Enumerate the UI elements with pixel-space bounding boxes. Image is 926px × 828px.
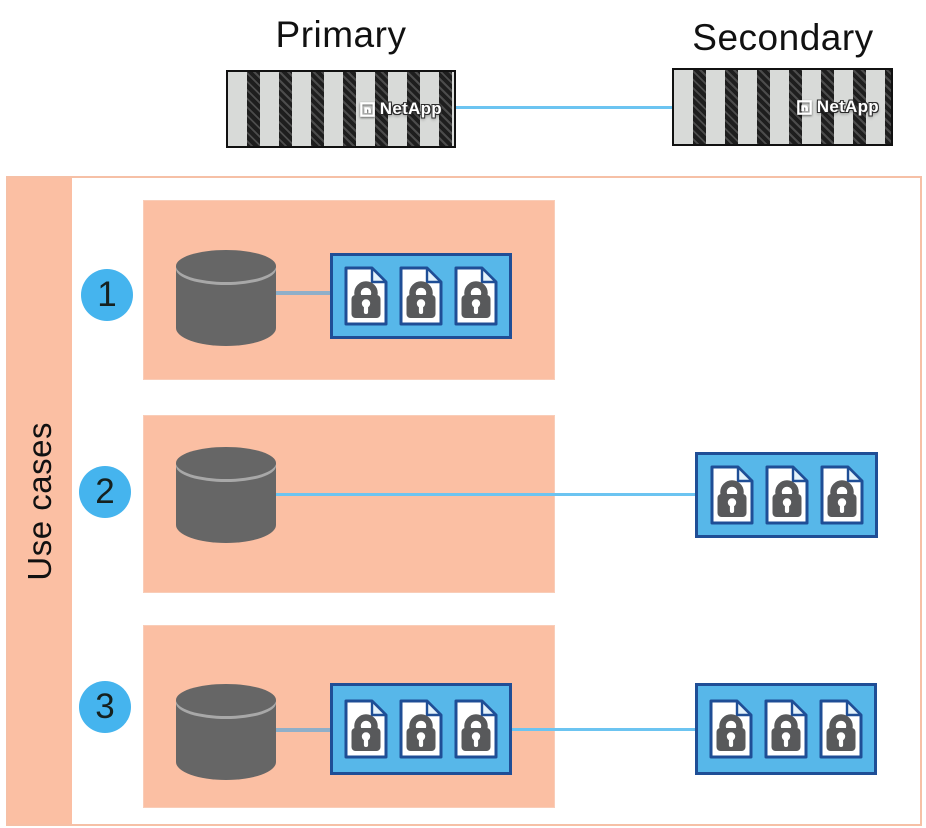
locked-snapshot-icon: [344, 699, 388, 759]
use-case-3-primary-snapshot-group: [330, 683, 512, 775]
use-case-3-database-icon: [176, 684, 276, 780]
primary-label: Primary: [275, 14, 407, 55]
netapp-logo-icon: [359, 101, 375, 117]
use-case-2-number-badge: 2: [79, 466, 131, 518]
netapp-logo-text: NetApp: [816, 97, 879, 116]
use-case-3-secondary-connector-line: [510, 728, 698, 731]
locked-snapshot-icon: [709, 699, 753, 759]
use-case-1-number: 1: [97, 275, 117, 314]
use-case-1-primary-snapshot-group: [330, 253, 512, 339]
use-cases-side-label: Use cases: [21, 421, 58, 581]
primary-secondary-link-line: [454, 106, 674, 109]
use-case-3-number: 3: [95, 687, 115, 726]
secondary-storage-appliance: NetApp: [672, 68, 893, 146]
use-case-3-number-badge: 3: [79, 681, 131, 733]
use-case-1-number-badge: 1: [81, 269, 133, 321]
use-case-2-secondary-snapshot-group: [695, 452, 878, 538]
locked-snapshot-icon: [819, 699, 863, 759]
database-cylinder-top: [176, 250, 276, 282]
netapp-logo-text: NetApp: [379, 99, 442, 118]
database-cylinder-top: [176, 684, 276, 716]
locked-snapshot-icon: [454, 699, 498, 759]
secondary-label: Secondary: [692, 17, 874, 58]
locked-snapshot-icon: [399, 266, 443, 326]
locked-snapshot-icon: [710, 465, 753, 525]
locked-snapshot-icon: [765, 465, 808, 525]
use-case-3-secondary-snapshot-group: [695, 683, 877, 775]
database-cylinder-top: [176, 447, 276, 479]
locked-snapshot-icon: [399, 699, 443, 759]
locked-snapshot-icon: [820, 465, 863, 525]
use-case-2-connector-line: [274, 493, 698, 496]
primary-storage-appliance: NetApp: [226, 70, 456, 148]
use-case-1-connector-line: [274, 291, 334, 295]
locked-snapshot-icon: [764, 699, 808, 759]
use-case-2-number: 2: [95, 472, 115, 511]
use-case-3-primary-connector-line: [274, 728, 334, 732]
locked-snapshot-icon: [344, 266, 388, 326]
netapp-logo-icon: [796, 99, 812, 115]
use-case-2-database-icon: [176, 447, 276, 543]
use-case-1-database-icon: [176, 250, 276, 346]
use-cases-side-strip: Use cases: [8, 178, 72, 824]
locked-snapshot-icon: [454, 266, 498, 326]
